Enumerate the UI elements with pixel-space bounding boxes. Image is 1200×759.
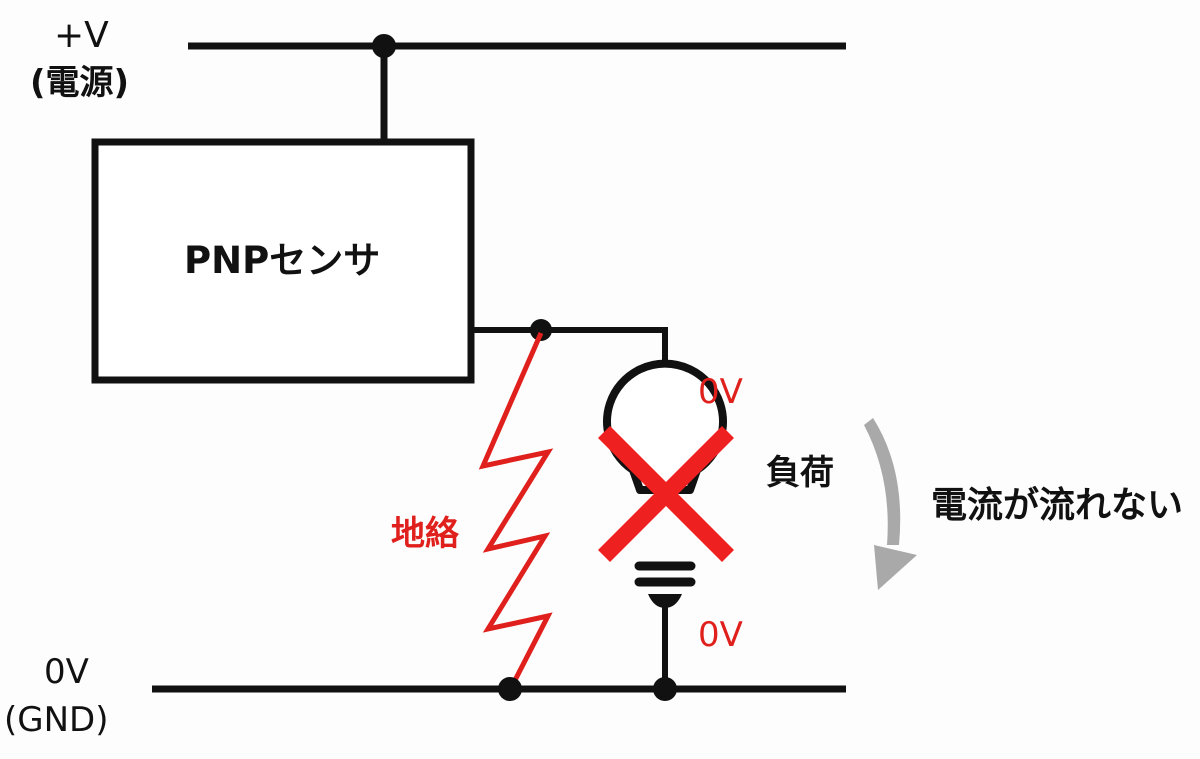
load-bottom-voltage-label: 0V bbox=[698, 615, 743, 655]
load-ground-junction bbox=[653, 677, 677, 701]
curved-down-arrow-icon bbox=[864, 418, 917, 590]
supply-voltage-label: +V bbox=[54, 15, 109, 56]
ground-fault-zigzag bbox=[478, 332, 554, 690]
sensor-label: PNPセンサ bbox=[184, 239, 381, 282]
current-status-label: 電流が流れない bbox=[931, 485, 1184, 526]
red-x-icon bbox=[597, 425, 735, 563]
load-label: 負荷 bbox=[766, 453, 834, 493]
pnp-sensor-box bbox=[91, 138, 475, 384]
ground-fault-label: 地絡 bbox=[391, 514, 459, 554]
ground-name-label: (GND) bbox=[4, 700, 109, 740]
ground-voltage-label: 0V bbox=[44, 652, 89, 692]
load-top-voltage-label: 0V bbox=[698, 372, 743, 412]
sensor-output-junction bbox=[530, 319, 552, 341]
fault-ground-junction bbox=[498, 677, 522, 701]
supply-name-label: (電源) bbox=[30, 63, 130, 103]
